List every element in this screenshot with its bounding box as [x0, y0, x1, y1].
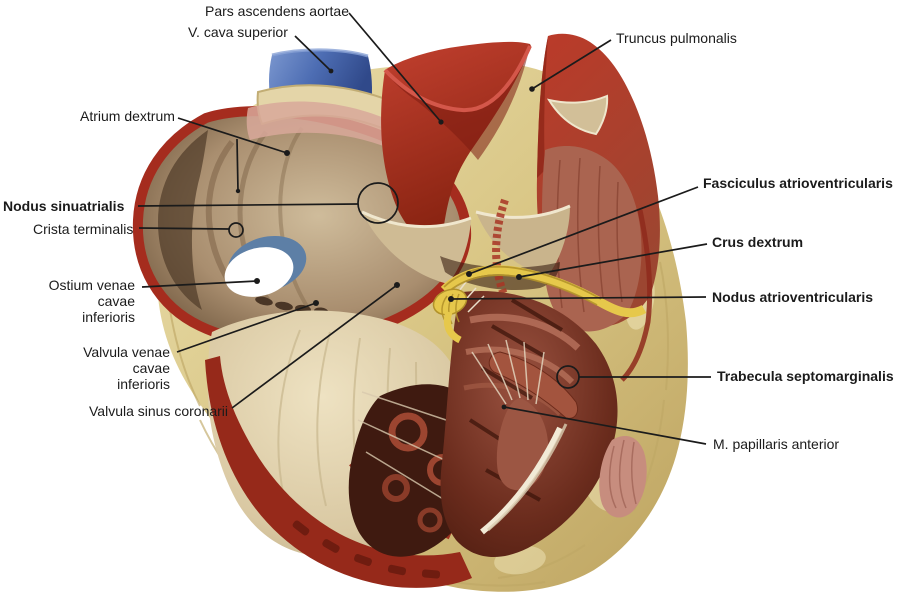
label-crus-dextrum: Crus dextrum — [712, 234, 804, 250]
label-truncus-pulmonalis: Truncus pulmonalis — [616, 30, 737, 46]
label-crista-terminalis: Crista terminalis — [33, 221, 134, 237]
label-nodus-sinuatrialis: Nodus sinuatrialis — [3, 198, 125, 214]
label-fasciculus-atrioventricularis: Fasciculus atrioventricularis — [703, 175, 893, 191]
conduction-system — [432, 265, 647, 344]
leader-lines — [137, 12, 711, 445]
label-trabecula-septomarginalis: Trabecula septomarginalis — [717, 368, 894, 384]
label-valvula-venae-cavae-inferioris: Valvula venae cavae inferioris — [83, 344, 170, 392]
label-pars-ascendens-aortae: Pars ascendens aortae — [205, 3, 349, 19]
ivc-ostium — [224, 235, 328, 315]
right-ventricle — [440, 281, 618, 558]
label-ostium-venae-cavae-inferioris: Ostium venae cavae inferioris — [48, 277, 135, 325]
label-nodus-atrioventricularis: Nodus atrioventricularis — [712, 289, 874, 305]
fat-muscle-patch — [599, 436, 647, 518]
label-m-papillaris-anterior: M. papillaris anterior — [713, 436, 840, 452]
label-v-cava-superior: V. cava superior — [188, 24, 288, 40]
label-valvula-sinus-coronarii: Valvula sinus coronarii — [89, 403, 229, 419]
label-atrium-dextrum: Atrium dextrum — [80, 108, 175, 124]
truncus-pulmonalis-shape — [536, 33, 660, 382]
superior-vena-cava — [246, 48, 403, 152]
